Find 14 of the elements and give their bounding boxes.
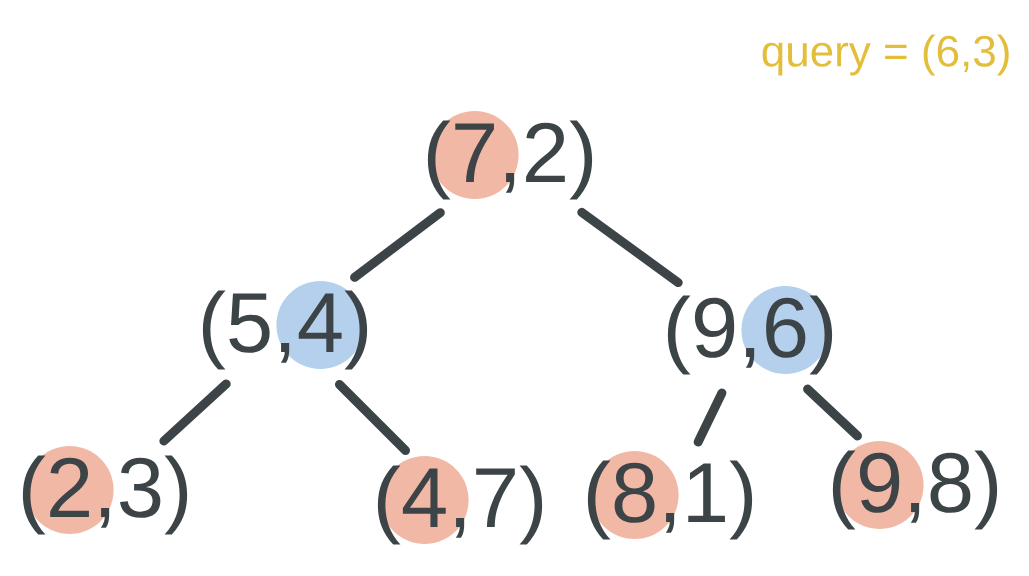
- point-label: (7,2): [427, 111, 593, 200]
- point-label: (9,8): [832, 441, 998, 530]
- tree-edge: [693, 388, 727, 447]
- tree-edge: [350, 208, 445, 282]
- point-label: (2,3): [22, 446, 188, 535]
- tree-edge: [803, 384, 862, 441]
- tree-edge: [159, 379, 231, 446]
- tree-edge: [334, 380, 411, 455]
- point-label: (4,7): [377, 456, 543, 545]
- point-label: (5,4): [202, 281, 368, 370]
- query-label: query = (6,3): [762, 34, 1009, 76]
- point-label: (9,6): [667, 286, 833, 375]
- tree-edge: [577, 207, 683, 288]
- point-label: (8,1): [587, 451, 753, 540]
